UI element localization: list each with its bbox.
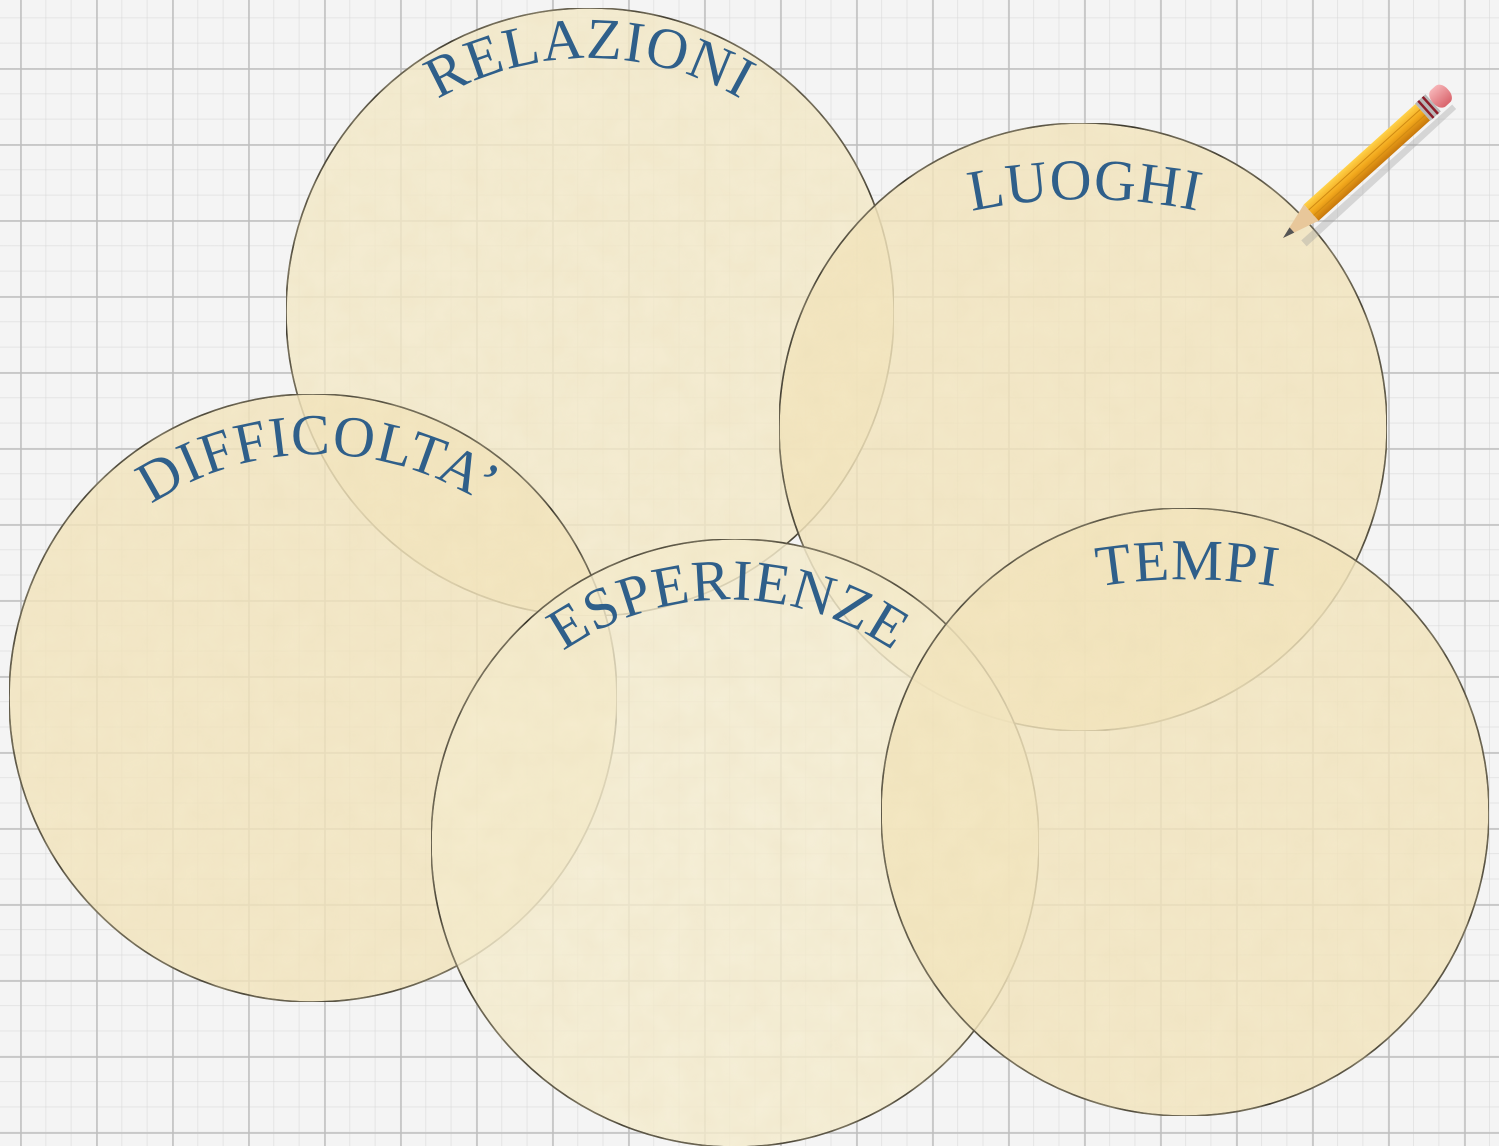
circle-tempi xyxy=(881,508,1489,1116)
label-tempi: TEMPI xyxy=(1092,527,1284,599)
label-tempi-text: TEMPI xyxy=(1092,527,1284,599)
